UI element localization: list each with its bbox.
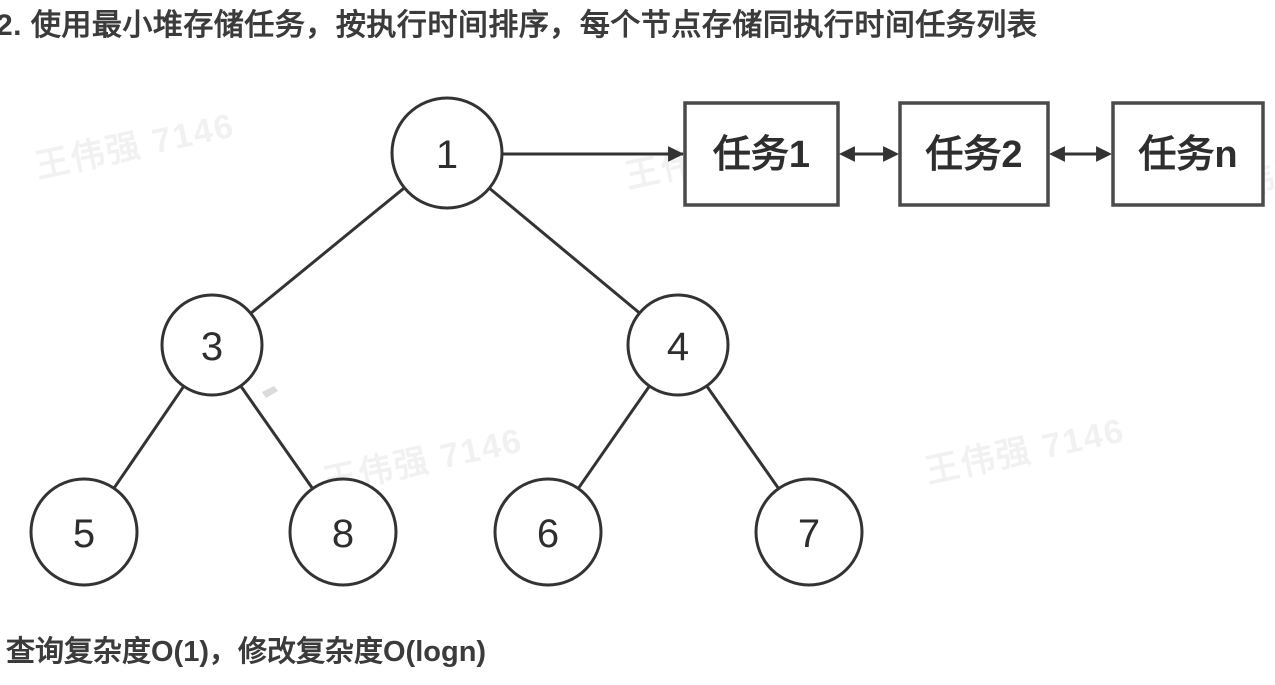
task-box-rect bbox=[898, 101, 1050, 207]
tree-node[interactable]: 3 bbox=[160, 293, 264, 397]
tree-node-label: 5 bbox=[73, 512, 95, 556]
tree-edge bbox=[487, 186, 642, 316]
tree-node-label: 3 bbox=[201, 325, 223, 369]
tree-edge bbox=[248, 185, 407, 316]
tree-node-circle bbox=[390, 96, 504, 210]
tree-node-label: 1 bbox=[436, 133, 458, 177]
tree-edges-group bbox=[111, 185, 781, 491]
pencil-smudge-icon bbox=[262, 386, 278, 398]
tree-node-label: 7 bbox=[798, 512, 820, 556]
task-connectors-group bbox=[502, 146, 1112, 162]
arrow-head-right-icon bbox=[668, 146, 684, 162]
tree-node[interactable]: 1 bbox=[390, 96, 504, 210]
task-box-rect bbox=[683, 101, 840, 207]
arrow-head-left-icon bbox=[1049, 146, 1065, 162]
tree-edge bbox=[111, 383, 186, 491]
task-box-label: 任务1 bbox=[713, 134, 810, 176]
tree-nodes-group: 1 3 4 5 8 6 7 bbox=[29, 96, 864, 587]
task-box[interactable]: 任务2 bbox=[898, 101, 1050, 207]
complexity-caption: 查询复杂度O(1)，修改复杂度O(logn) bbox=[6, 636, 487, 668]
tree-node-label: 4 bbox=[667, 325, 689, 369]
tree-node-label: 8 bbox=[332, 512, 354, 556]
tree-node-circle bbox=[493, 477, 603, 587]
task-box-label: 任务2 bbox=[925, 134, 1022, 176]
tree-node[interactable]: 7 bbox=[754, 477, 864, 587]
tree-edge bbox=[576, 383, 652, 491]
arrow-head-right-icon bbox=[1096, 146, 1112, 162]
page-title: 2. 使用最小堆存储任务，按执行时间排序，每个节点存储同执行时间任务列表 bbox=[0, 9, 1038, 42]
tree-node-circle bbox=[754, 477, 864, 587]
task-box[interactable]: 任务n bbox=[1111, 101, 1265, 207]
task-box[interactable]: 任务1 bbox=[683, 101, 840, 207]
tree-edge bbox=[704, 383, 781, 491]
tree-node-label: 6 bbox=[537, 512, 559, 556]
tree-node[interactable]: 5 bbox=[29, 477, 139, 587]
tree-node-circle bbox=[288, 477, 398, 587]
task-box-label: 任务n bbox=[1138, 134, 1237, 176]
task-boxes-group: 任务1 任务2 任务n bbox=[683, 101, 1265, 207]
arrow-head-left-icon bbox=[839, 146, 855, 162]
tree-node-circle bbox=[29, 477, 139, 587]
task-box-rect bbox=[1111, 101, 1265, 207]
tree-node[interactable]: 8 bbox=[288, 477, 398, 587]
arrow-head-right-icon bbox=[883, 146, 899, 162]
tree-node[interactable]: 6 bbox=[493, 477, 603, 587]
tree-node-circle bbox=[626, 293, 730, 397]
tree-node-circle bbox=[160, 293, 264, 397]
tree-edge bbox=[238, 383, 315, 491]
tree-node[interactable]: 4 bbox=[626, 293, 730, 397]
